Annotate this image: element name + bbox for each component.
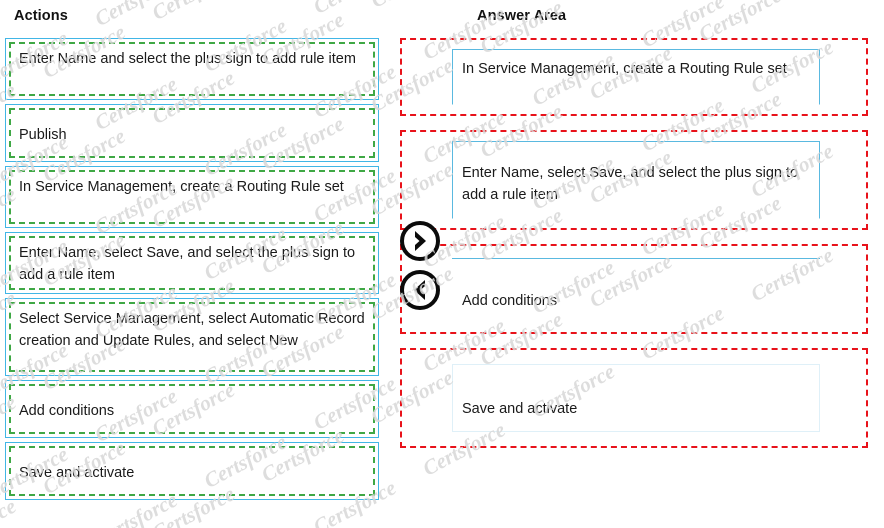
action-item-label: Enter Name and select the plus sign to a…	[19, 51, 356, 67]
answer-slot[interactable]: In Service Management, create a Routing …	[400, 38, 868, 116]
action-item-label: Publish	[19, 127, 67, 143]
action-item[interactable]: Save and activate	[5, 442, 379, 500]
action-item-label: Enter Name, select Save, and select the …	[19, 245, 356, 284]
actions-column-heading: Actions	[14, 8, 68, 24]
action-item[interactable]: Enter Name, select Save, and select the …	[5, 232, 379, 294]
answer-slot-label: Add conditions	[462, 293, 558, 309]
action-item-label: Select Service Management, select Automa…	[19, 311, 365, 350]
answer-area-list: In Service Management, create a Routing …	[400, 38, 868, 462]
move-back-button[interactable]	[400, 270, 440, 310]
answer-slot-label: Save and activate	[462, 401, 578, 417]
answer-slot-dropbox	[452, 258, 820, 323]
action-item[interactable]: Enter Name and select the plus sign to a…	[5, 38, 379, 100]
answer-slot-dropbox	[452, 49, 820, 105]
move-forward-button[interactable]	[400, 221, 440, 261]
action-item[interactable]: Add conditions	[5, 380, 379, 438]
chevron-right-icon	[415, 231, 426, 251]
action-item-label: Add conditions	[19, 403, 115, 419]
answer-slot-label: In Service Management, create a Routing …	[462, 61, 787, 77]
answer-slot-label: Enter Name, select Save, and select the …	[462, 165, 799, 204]
answer-slot-dropbox	[452, 141, 820, 219]
answer-slot[interactable]: Save and activate	[400, 348, 868, 448]
action-item[interactable]: In Service Management, create a Routing …	[5, 166, 379, 228]
action-item[interactable]: Publish	[5, 104, 379, 162]
action-item[interactable]: Select Service Management, select Automa…	[5, 298, 379, 376]
answer-slot[interactable]: Enter Name, select Save, and select the …	[400, 130, 868, 230]
answer-slot[interactable]: Add conditions	[400, 244, 868, 334]
action-item-label: Save and activate	[19, 465, 135, 481]
actions-list: Enter Name and select the plus sign to a…	[5, 38, 379, 504]
answer-slot-dropbox	[452, 364, 820, 432]
answer-area-column-heading: Answer Area	[477, 8, 567, 24]
chevron-left-icon	[414, 280, 425, 300]
action-item-label: In Service Management, create a Routing …	[19, 179, 344, 195]
